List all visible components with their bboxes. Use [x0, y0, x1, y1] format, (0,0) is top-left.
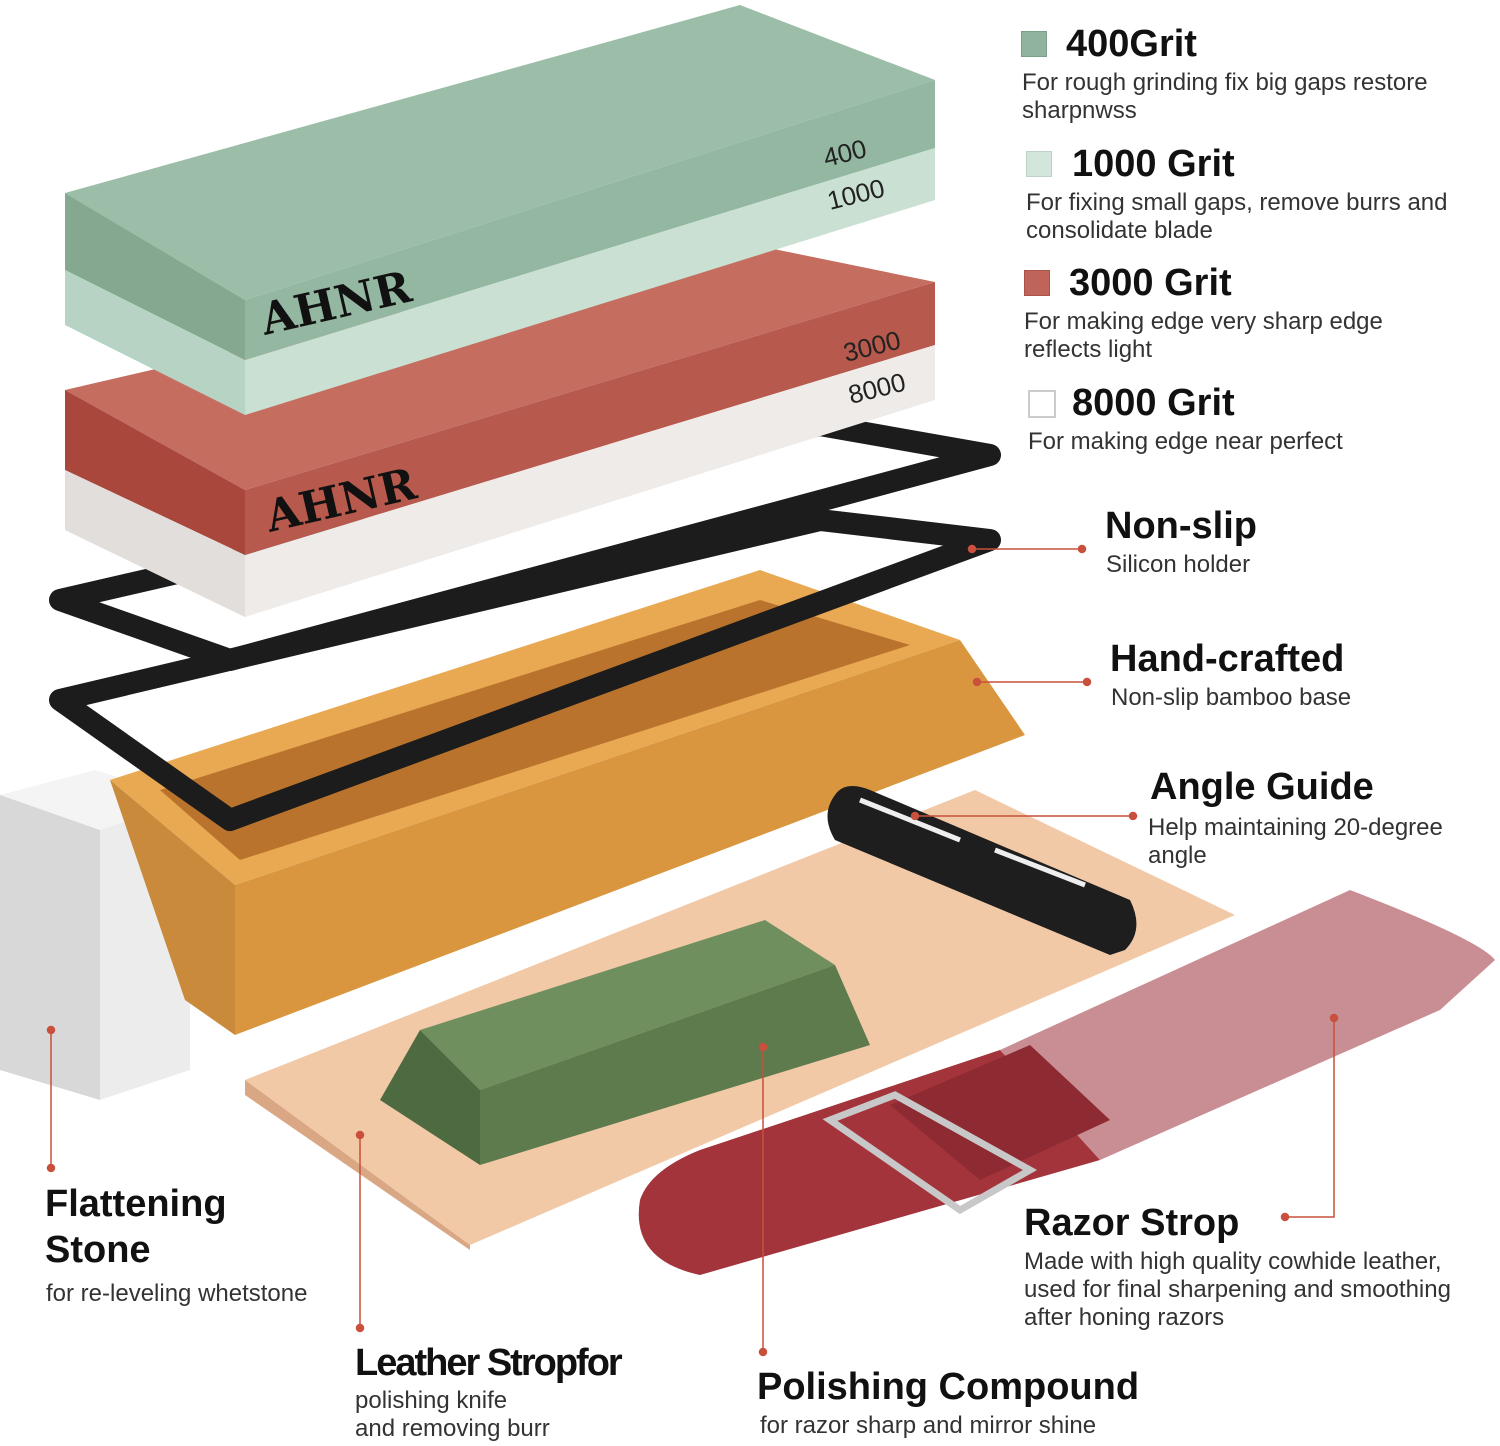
- handcrafted-desc: Non-slip bamboo base: [1111, 684, 1352, 711]
- flattening-title: Flattening: [45, 1183, 227, 1225]
- flattening-title-2: Stone: [45, 1229, 151, 1271]
- razor-strop-desc: Made with high quality cowhide leather,: [1024, 1248, 1442, 1275]
- grit-8000-swatch: [1028, 390, 1056, 418]
- razor-strop-desc-3: after honing razors: [1024, 1304, 1225, 1331]
- grit-8000-desc: For making edge near perfect: [1028, 428, 1343, 455]
- razor-strop-desc-2: used for final sharpening and smoothing: [1024, 1276, 1451, 1303]
- grit-1000-swatch: [1026, 151, 1052, 177]
- polishing-compound: [380, 920, 870, 1165]
- compound-title: Polishing Compound: [757, 1366, 1140, 1408]
- nonslip-title: Non-slip: [1105, 505, 1257, 547]
- leather-desc-2: and removing burr: [355, 1415, 550, 1442]
- grit-1000-desc: For fixing small gaps, remove burrs and: [1026, 189, 1448, 216]
- grit-400-desc: For rough grinding fix big gaps restore: [1022, 69, 1428, 96]
- grit-400-desc-2: sharpnwss: [1022, 97, 1137, 124]
- grit-400-swatch: [1021, 31, 1047, 57]
- handcrafted-title: Hand-crafted: [1110, 638, 1345, 680]
- razor-strop: [638, 890, 1495, 1275]
- grit-3000-title: 3000 Grit: [1069, 262, 1232, 304]
- grit-3000-desc: For making edge very sharp edge: [1024, 308, 1383, 335]
- whetstone-3000-8000: [65, 238, 935, 617]
- angle-guide-desc: Help maintaining 20-degree: [1148, 814, 1443, 841]
- angle-guide-desc-2: angle: [1148, 842, 1207, 869]
- nonslip-desc: Silicon holder: [1106, 551, 1251, 578]
- leather-desc: polishing knife: [355, 1387, 508, 1414]
- compound-desc: for razor sharp and mirror shine: [760, 1412, 1097, 1439]
- grit-400-title: 400Grit: [1066, 23, 1197, 65]
- razor-strop-title: Razor Strop: [1024, 1202, 1240, 1244]
- flattening-desc: for re-leveling whetstone: [46, 1280, 308, 1307]
- angle-guide-title: Angle Guide: [1150, 766, 1374, 808]
- callout-lines: [46, 544, 1339, 1357]
- grit-3000-swatch: [1024, 270, 1050, 296]
- grit-1000-title: 1000 Grit: [1072, 143, 1235, 185]
- bamboo-base: [110, 570, 1025, 1035]
- grit-3000-desc-2: reflects light: [1024, 336, 1153, 363]
- grit-1000-desc-2: consolidate blade: [1026, 217, 1213, 244]
- whetstone-400-1000: [65, 5, 935, 415]
- angle-guide: [827, 786, 1137, 955]
- leather-title: Leather Stropfor: [355, 1342, 623, 1384]
- grit-8000-title: 8000 Grit: [1072, 382, 1235, 424]
